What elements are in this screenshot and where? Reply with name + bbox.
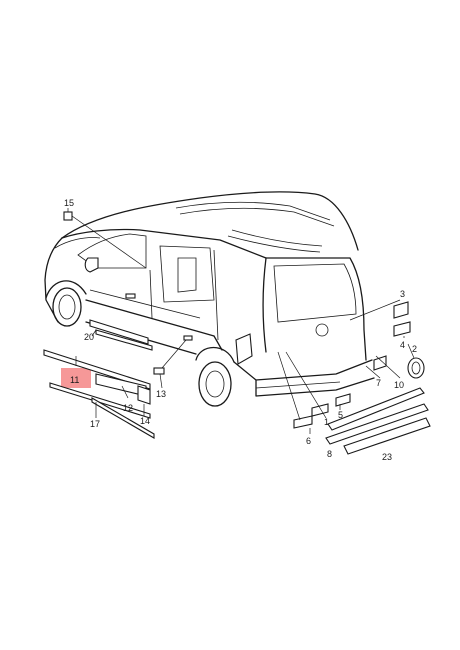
callout-15: 15: [64, 198, 74, 208]
callouts: 15 20 11 12 14 17 13 3 4 2 10 7 1 5 6 8 …: [64, 198, 417, 462]
part-15-clip: [63, 211, 73, 221]
leader-lines: [67, 208, 415, 434]
part-4-badge: [393, 321, 411, 337]
part-7-badge: [373, 355, 387, 371]
vehicle: [44, 191, 375, 407]
callout-4: 4: [400, 340, 405, 350]
part-8-strip: [325, 403, 429, 445]
part-6-badge: [293, 415, 313, 429]
callout-5: 5: [338, 410, 343, 420]
part-13-emblem: [153, 367, 165, 375]
callout-12: 12: [123, 403, 133, 413]
callout-14: 14: [140, 416, 150, 426]
part-14-trim: [137, 385, 151, 405]
part-10-strip: [327, 387, 425, 431]
callout-17: 17: [90, 419, 100, 429]
part-1-badge: [311, 403, 329, 417]
callout-23: 23: [382, 452, 392, 462]
part-side-moulding-strips: [43, 349, 155, 439]
callout-10: 10: [394, 380, 404, 390]
callout-1: 1: [324, 417, 329, 427]
part-3-badge: [393, 301, 409, 319]
callout-7: 7: [376, 378, 381, 388]
part-2-vw-emblem: [407, 357, 425, 379]
callout-11: 11: [70, 375, 79, 385]
part-23-strip: [343, 417, 431, 455]
callout-2: 2: [412, 344, 417, 354]
callout-20: 20: [84, 332, 94, 342]
callout-3: 3: [400, 289, 405, 299]
callout-6: 6: [306, 436, 311, 446]
highlight-box-11: [61, 368, 91, 388]
part-5-badge: [335, 393, 351, 407]
part-20-moulding: [89, 319, 153, 351]
callout-13: 13: [156, 389, 166, 399]
callout-8: 8: [327, 449, 332, 459]
